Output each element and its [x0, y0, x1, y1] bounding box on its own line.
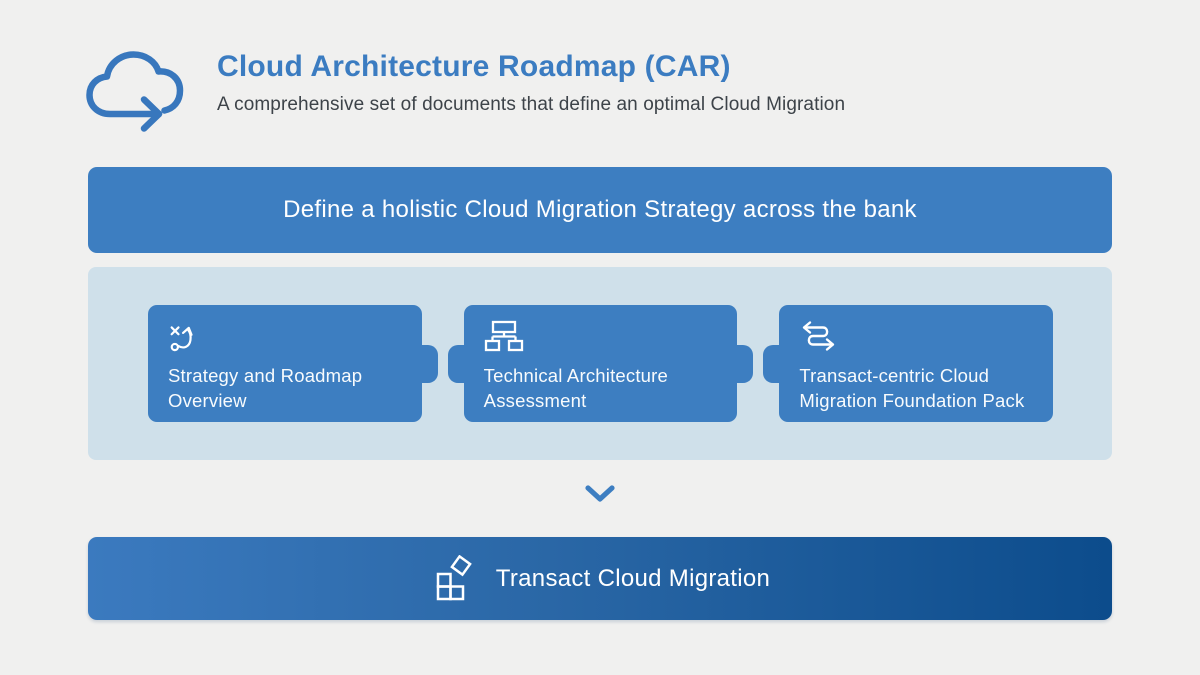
- card-label: Strategy and Roadmap Overview: [168, 365, 363, 411]
- cloud-arrow-icon: [83, 44, 187, 136]
- card-label: Transact-centric Cloud Migration Foundat…: [799, 365, 1025, 411]
- cards-row: Strategy and Roadmap Overview Technical …: [148, 305, 1054, 422]
- card-strategy-roadmap-overview: Strategy and Roadmap Overview: [148, 305, 438, 422]
- puzzle-tab-left: [763, 344, 780, 383]
- page-subtitle: A comprehensive set of documents that de…: [217, 94, 846, 115]
- strategy-icon: [168, 320, 404, 356]
- page-title: Cloud Architecture Roadmap (CAR): [217, 50, 731, 83]
- puzzle-tab-left: [447, 344, 464, 383]
- strategy-banner-label: Define a holistic Cloud Migration Strate…: [283, 196, 917, 223]
- header: Cloud Architecture Roadmap (CAR) A compr…: [217, 50, 977, 116]
- puzzle-tab-right: [421, 344, 438, 383]
- card-transact-centric-foundation-pack: Transact-centric Cloud Migration Foundat…: [763, 305, 1054, 422]
- puzzle-tab-right: [737, 344, 754, 383]
- footer-banner: Transact Cloud Migration: [88, 537, 1112, 620]
- transfer-icon: [799, 320, 1035, 356]
- footer-banner-label: Transact Cloud Migration: [495, 564, 771, 592]
- building-blocks-icon: [430, 554, 480, 603]
- documents-panel: Strategy and Roadmap Overview Technical …: [88, 267, 1112, 460]
- chevron-down-icon: [584, 484, 616, 506]
- card-label: Technical Architecture Assessment: [483, 365, 669, 411]
- strategy-banner: Define a holistic Cloud Migration Strate…: [88, 167, 1112, 253]
- architecture-icon: [484, 320, 720, 356]
- card-technical-architecture-assessment: Technical Architecture Assessment: [447, 305, 754, 422]
